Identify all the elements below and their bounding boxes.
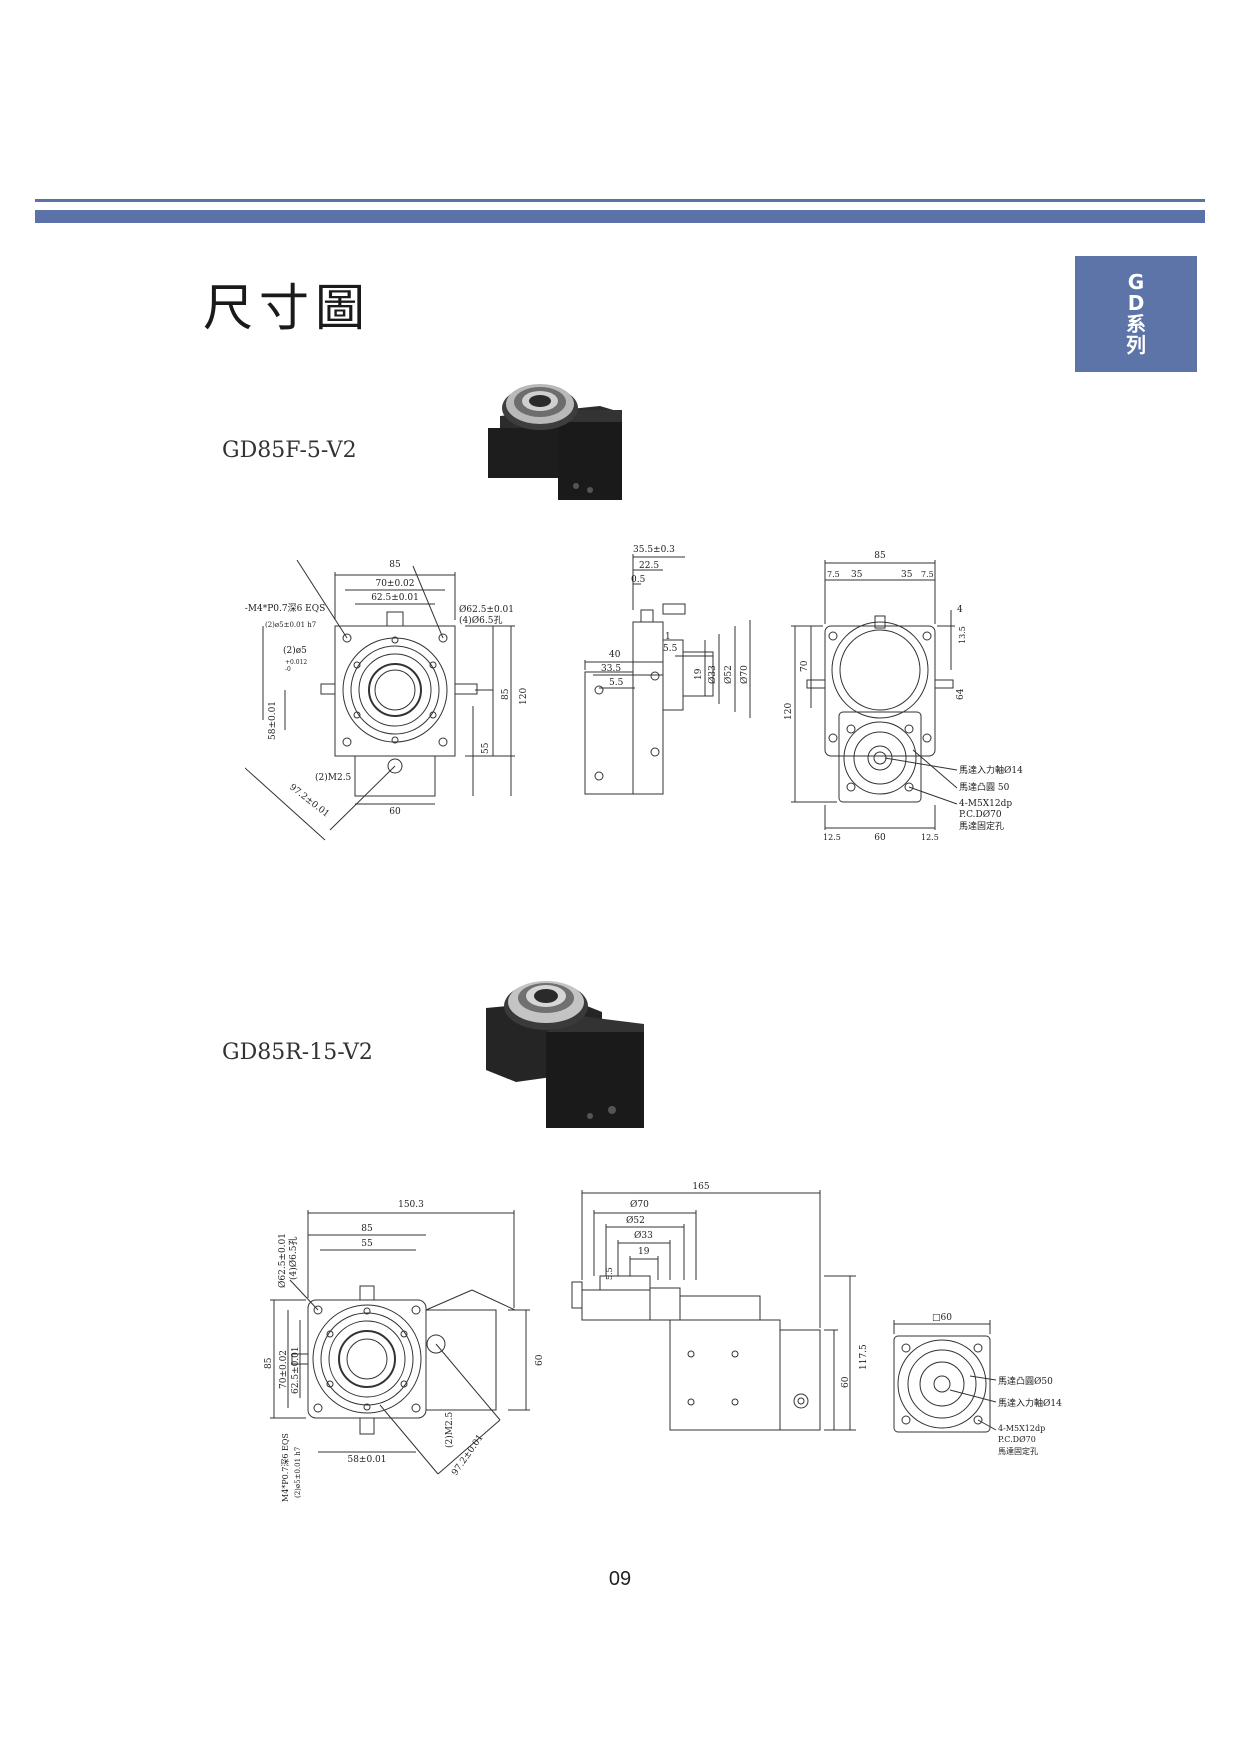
d2-side-1175: 117.5 [859,1344,869,1370]
page-number: 09 [608,1568,632,1590]
d1-end-4: 4 [957,605,963,615]
d2-front-85v: 85 [264,1357,274,1369]
d2-front-70: 70±0.02 [279,1350,289,1389]
drawing-2-end-view [893,1320,997,1433]
header-rule-thick [35,210,1205,223]
d1-front-120: 120 [519,688,529,705]
d2-end-sq60: □60 [932,1313,952,1323]
product-photo-2 [486,981,644,1128]
d2-side-70: Ø70 [630,1199,649,1210]
d1-end-35a: 35 [851,570,863,580]
dimension-drawing-2: 150.3 85 55 Ø62.5±0.01 (4)Ø6.5孔 85 70±0.… [264,1182,1062,1502]
d2-end-label-shaft: 馬達入力軸Ø14 [998,1397,1062,1409]
d1-end-70: 70 [800,660,810,672]
drawing-1-front-view [245,559,515,841]
series-tab-line4: 列 [1126,333,1146,357]
d1-front-dia625: Ø62.5±0.01 [459,604,514,615]
d2-side-19: 19 [638,1247,650,1257]
d1-side-33: Ø33 [707,665,718,684]
d1-side-355: 35.5±0.3 [633,545,675,555]
product-model-2: GD85R-15-V2 [222,1040,373,1065]
d1-end-125a: 12.5 [823,833,841,842]
d1-side-335: 33.5 [601,664,621,674]
d1-end-135: 13.5 [958,626,967,644]
d2-front-972: 97.2±0.01 [450,1433,486,1478]
d1-side-40: 40 [609,650,621,660]
d1-front-58: 58±0.01 [268,701,278,740]
d2-side-55: 5.5 [605,1267,614,1280]
d2-end-label-pcd: P.C.DØ70 [998,1435,1036,1444]
d1-front-625: 62.5±0.01 [371,593,419,603]
d2-front-m4: M4*P0.7深6 EQS [281,1433,290,1502]
d1-side-70: Ø70 [739,665,750,684]
d1-end-75b: 7.5 [921,570,934,579]
d1-end-125b: 12.5 [921,833,939,842]
d1-side-55: 5.5 [663,644,678,654]
d2-front-625: 62.5±0.01 [291,1346,301,1394]
d1-end-60: 60 [874,833,886,843]
d2-end-label-holes: 馬達固定孔 [998,1446,1038,1456]
d1-side-225: 22.5 [639,561,659,571]
d1-end-label-shaft: 馬達入力軸Ø14 [959,764,1023,776]
d1-end-75a: 7.5 [827,570,840,579]
d2-side-60: 60 [841,1376,851,1388]
d2-front-pin5: (2)ø5±0.01 h7 [294,1447,302,1498]
d1-front-55: 55 [481,742,491,754]
drawing-2-front-view [270,1210,530,1475]
d2-end-label-boss: 馬達凸圓Ø50 [998,1375,1053,1387]
d2-front-hole: (4)Ø6.5孔 [288,1237,299,1280]
page-title: 尺寸圖 [203,279,371,337]
d1-end-label-boss: 馬達凸圓 50 [959,781,1010,793]
d2-side-165: 165 [692,1182,709,1192]
d2-front-58: 58±0.01 [347,1455,386,1465]
d2-end-label-m5: 4-M5X12dp [998,1424,1045,1433]
d1-end-85: 85 [874,551,886,561]
d1-side-05: 0.5 [631,575,646,585]
series-tab-line1: G [1127,270,1145,294]
d1-side-1: 1 [665,632,671,642]
drawing-2-side-view [571,1190,856,1431]
d2-front-55: 55 [361,1239,373,1249]
dimension-drawing-1: 85 70±0.02 62.5±0.01 6-M4*P0.7深6 EQS (2)… [245,545,1023,843]
header-rule-thin [35,199,1205,202]
d1-front-tol: +0.012 [285,659,307,666]
d1-end-120: 120 [784,703,794,720]
d1-front-972: 97.2±0.01 [287,782,331,819]
d1-side-19: 19 [694,668,704,680]
series-tab-line3: 系 [1126,312,1146,336]
d1-end-label-pcd: P.C.DØ70 [959,809,1002,820]
d1-front-70: 70±0.02 [375,579,414,589]
d2-front-60: 60 [535,1354,545,1366]
d1-front-m4: 6-M4*P0.7深6 EQS [245,603,325,614]
d2-front-85: 85 [361,1224,373,1234]
d1-front-pin5: (2)ø5±0.01 h7 [265,621,316,629]
d1-end-64: 64 [956,688,966,700]
d1-side-52: Ø52 [723,665,734,684]
d1-front-85v: 85 [501,688,511,700]
d1-front-m25: (2)M2.5 [315,772,352,783]
d1-front-hole: (4)Ø6.5孔 [459,615,502,626]
d2-side-33: Ø33 [634,1230,653,1241]
product-model-1: GD85F-5-V2 [222,438,357,463]
d1-front-60: 60 [389,807,401,817]
d1-end-35b: 35 [901,570,913,580]
d2-front-m25: (2)M2.5 [444,1411,455,1448]
series-tab-line2: D [1127,291,1145,315]
series-tab: G D 系 列 [1075,256,1197,372]
d1-side-55b: 5.5 [609,678,624,688]
drawing-1-end-view [791,560,958,830]
d2-front-dia625: Ø62.5±0.01 [277,1233,288,1288]
d1-front-tol0: -0 [285,666,291,673]
product-photo-1 [488,384,622,500]
drawing-1-side-view [584,554,751,795]
d1-end-label-m5: 4-M5X12dp [959,799,1012,809]
d1-end-label-holes: 馬達固定孔 [959,820,1004,832]
d2-front-1503: 150.3 [398,1200,424,1210]
d2-side-52: Ø52 [626,1215,645,1226]
d1-front-85: 85 [389,560,401,570]
d1-front-pin5b: (2)ø5 [283,645,307,656]
